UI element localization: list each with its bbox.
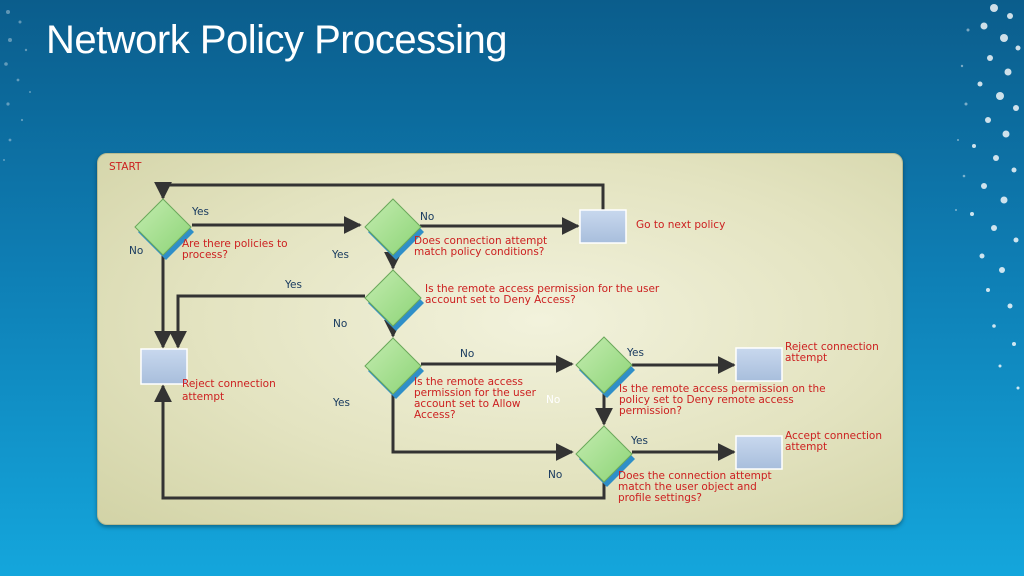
box-next-policy [579,209,627,244]
decision-allow-user-shape [364,337,424,399]
decision-deny-user-shape [364,269,424,331]
outcome-reject-right-label: Reject connection attempt [785,341,879,364]
box-reject-left [140,348,188,385]
decision-policies-label: Are there policies to process? [182,238,288,261]
edge-label-deny-user-yes: Yes [285,279,302,291]
decision-allow-user-label: Is the remote access permission for the … [414,376,536,421]
outcome-accept-label: Accept connection attempt [785,430,882,453]
edge-label-policies-no: No [129,245,144,257]
edge-allow-user-yes [391,392,574,461]
box-accept [735,435,783,470]
decision-policies-shape [134,198,194,260]
edge-label-policies-yes: Yes [192,206,209,218]
edge-label-deny-policy-no: No [546,394,561,406]
edge-label-match-profile-yes: Yes [631,435,648,447]
edge-label-allow-user-no: No [460,348,475,360]
edge-deny-user-yes [169,294,365,349]
decision-deny-user-label: Is the remote access permission for the … [425,283,660,306]
start-label: START [109,161,142,173]
decision-conditions-label: Does connection attempt match policy con… [414,235,548,258]
box-reject-right [735,347,783,382]
slide-title: Network Policy Processing [46,18,508,62]
edge-match-profile-no [154,384,606,500]
decision-match-profile-label: Does the connection attempt match the us… [618,470,772,504]
decision-deny-policy-shape [575,336,635,398]
edge-label-match-profile-no: No [548,469,563,481]
edge-label-conditions-no: No [420,211,435,223]
decision-deny-policy-label: Is the remote access permission on the p… [619,383,826,417]
edge-label-deny-user-no: No [333,318,348,330]
outcome-next-policy-label: Go to next policy [636,219,726,231]
edge-next-policy-loop [154,181,605,210]
decision-conditions-shape [364,198,424,260]
edge-label-deny-policy-yes: Yes [627,347,644,359]
outcome-reject-left-label: Reject connection attempt [182,378,276,403]
decision-match-profile-shape [575,425,635,487]
edge-label-allow-user-yes: Yes [333,397,350,409]
edge-label-conditions-yes: Yes [332,249,349,261]
